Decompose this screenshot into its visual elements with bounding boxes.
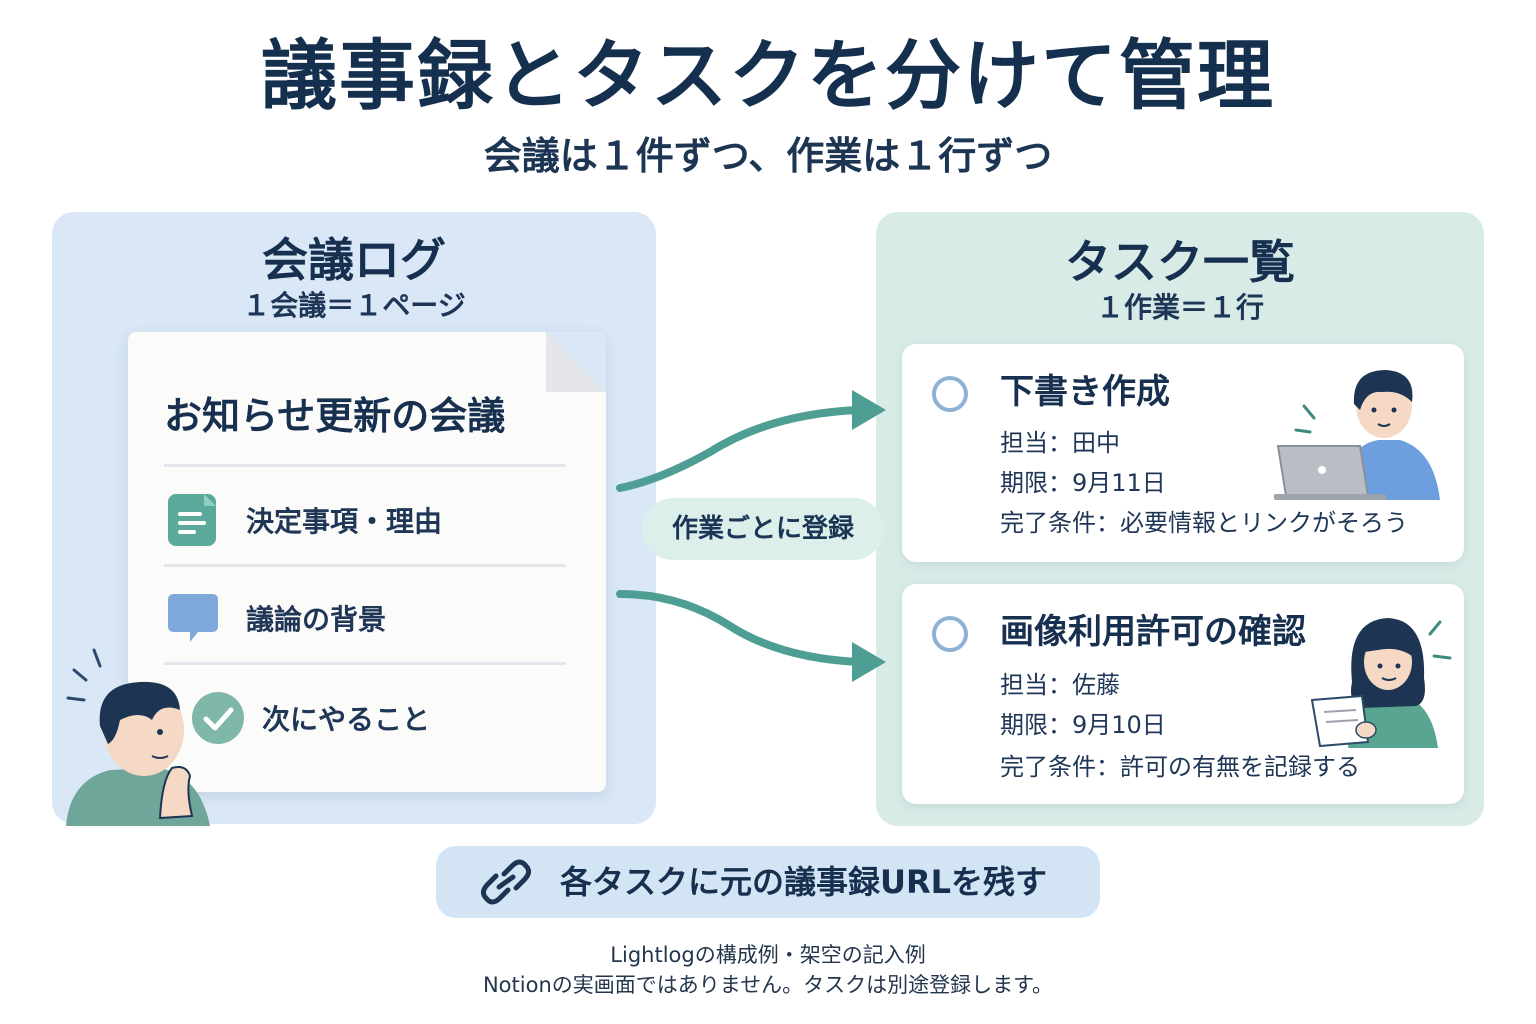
task-card[interactable]: 画像利用許可の確認 担当：佐藤 期限：9月10日 完了条件：許可の有無を記録する [902, 584, 1464, 804]
link-icon [480, 859, 532, 905]
meeting-document-card: お知らせ更新の会議 決定事項・理由 議論の背景 次にやること [128, 332, 606, 792]
speech-bubble-icon [168, 594, 218, 642]
task-card[interactable]: 下書き作成 担当：田中 期限：9月11日 完了条件：必要情報とリンクがそろう [902, 344, 1464, 562]
divider [164, 662, 566, 665]
meeting-log-subtitle: １会議＝１ページ [242, 289, 466, 322]
task-title: 下書き作成 [1000, 372, 1170, 412]
footnote-line-2: Notionの実画面ではありません。タスクは別途登録します。 [482, 973, 1054, 997]
arrow-to-task-1 [616, 406, 862, 492]
task-assignee: 担当：佐藤 [1000, 671, 1120, 699]
task-assignee: 担当：田中 [1000, 429, 1120, 457]
task-list-title: タスク一覧 [1065, 235, 1295, 289]
task-list-subtitle: １作業＝１行 [1095, 291, 1264, 324]
page-fold-corner [546, 332, 606, 392]
divider [164, 464, 566, 467]
person-reading-illustration [1310, 618, 1452, 748]
url-tip-banner: 各タスクに元の議事録URLを残す [436, 846, 1100, 918]
connector-label: 作業ごとに登録 [642, 498, 884, 560]
doc-item-next-steps: 次にやること [262, 703, 431, 736]
flow-arrows [616, 390, 886, 682]
arrow-to-task-2 [616, 590, 862, 666]
page-title: 議事録とタスクを分けて管理 [261, 31, 1275, 120]
meeting-document-title: お知らせ更新の会議 [164, 394, 506, 438]
document-icon [168, 494, 216, 546]
task-checkbox[interactable] [932, 616, 968, 652]
divider [164, 564, 566, 567]
task-checkbox[interactable] [932, 376, 968, 412]
doc-item-decisions: 決定事項・理由 [246, 505, 443, 538]
footnote-line-1: Lightlogの構成例・架空の記入例 [610, 943, 926, 967]
arrowhead-icon [852, 390, 886, 430]
arrowhead-icon [852, 642, 886, 682]
doc-item-background: 議論の背景 [246, 603, 387, 636]
person-laptop-illustration [1274, 370, 1440, 500]
page-subtitle: 会議は１件ずつ、作業は１行ずつ [483, 134, 1053, 178]
url-tip-text: 各タスクに元の議事録URLを残す [560, 863, 1048, 901]
task-due: 期限：9月10日 [1000, 711, 1166, 739]
thinking-person-illustration [66, 648, 210, 826]
task-title: 画像利用許可の確認 [1000, 612, 1306, 652]
check-circle-icon [192, 692, 244, 744]
task-done-criteria: 完了条件：必要情報とリンクがそろう [1000, 509, 1408, 537]
task-done-criteria: 完了条件：許可の有無を記録する [1000, 753, 1360, 781]
meeting-log-title: 会議ログ [262, 233, 446, 287]
task-due: 期限：9月11日 [1000, 469, 1166, 497]
